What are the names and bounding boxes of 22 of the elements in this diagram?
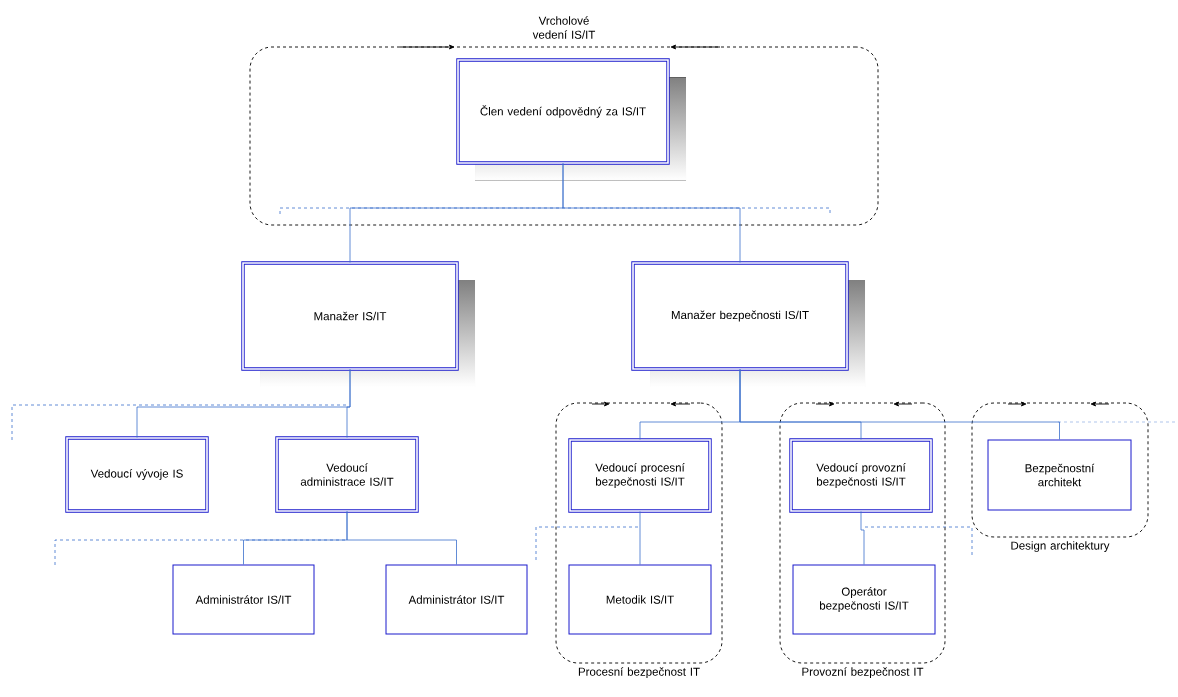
org-box: Administrátor IS/IT: [172, 564, 315, 635]
org-box: Manažer IS/IT: [241, 261, 475, 387]
org-box: Manažer bezpečnosti IS/IT: [631, 261, 865, 387]
node-label: Procesní bezpečnost IT: [578, 667, 700, 679]
org-box: Vedoucí administrace IS/IT: [275, 436, 419, 513]
node-label: Vrcholové vedení IS/IT: [532, 16, 596, 39]
org-box: Člen vedení odpovědný za IS/IT: [456, 58, 686, 181]
connector-line: [346, 369, 351, 438]
org-box: Vedoucí vývoje IS: [65, 436, 209, 513]
org-box: Metodik IS/IT: [568, 564, 712, 635]
connector-line: [860, 511, 865, 565]
org-box: Operátor bezpečnosti IS/IT: [792, 564, 936, 635]
connector-line: [639, 511, 641, 565]
org-box: Administrátor IS/IT: [385, 564, 528, 635]
org-box: Vedoucí provozní bezpečnosti IS/IT: [789, 438, 933, 513]
org-box: Vedoucí procesní bezpečnosti IS/IT: [568, 438, 712, 513]
node-label: Provozní bezpečnost IT: [802, 667, 924, 679]
node-label: Design architektury: [1011, 541, 1110, 552]
connector-line: [346, 511, 457, 565]
connector-line: [739, 369, 1060, 440]
org-box: Bezpečnostní architekt: [987, 439, 1132, 511]
connector-line: [562, 163, 741, 263]
